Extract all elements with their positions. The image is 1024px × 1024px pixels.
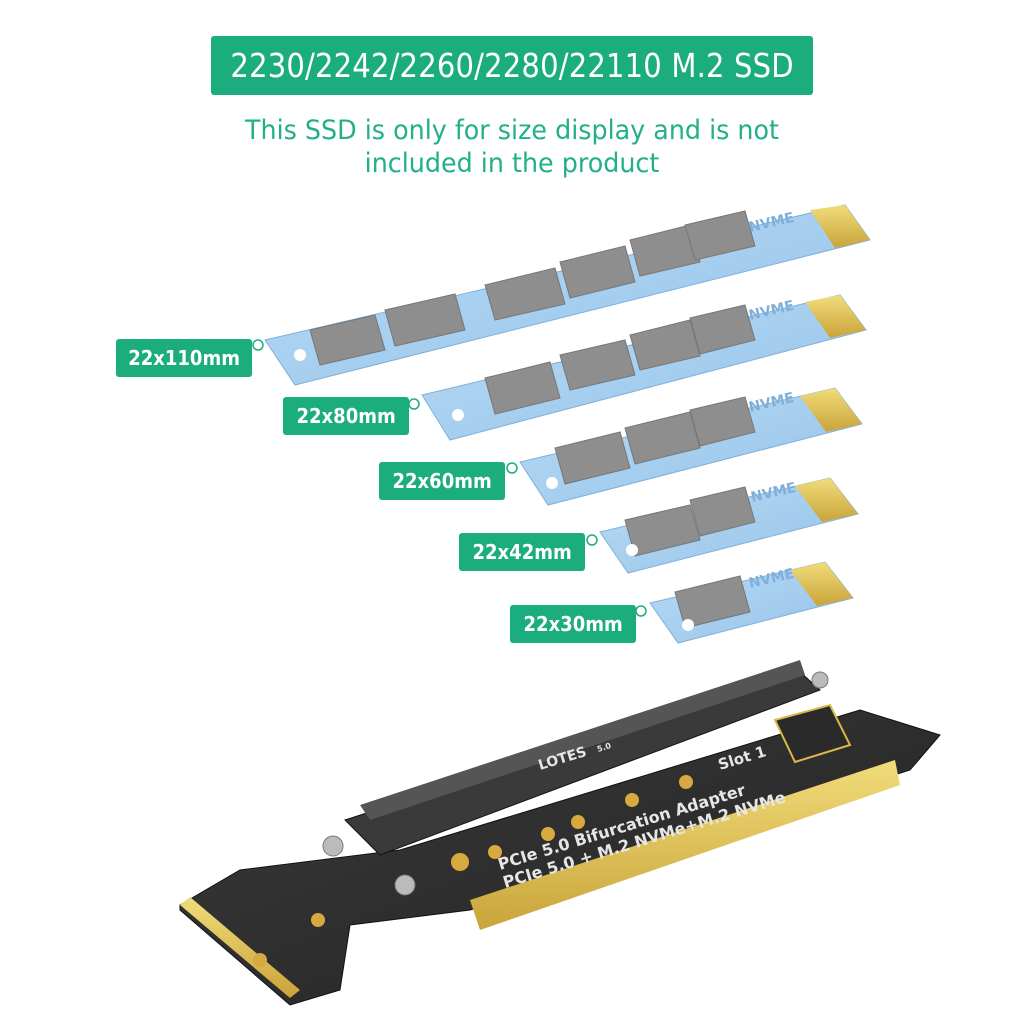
ssd-22x80: NVME	[421, 294, 867, 441]
size-tag-22x60-text: 22x60mm	[392, 469, 492, 493]
ssd-22x42: NVME	[599, 477, 859, 574]
size-tag-22x110-text: 22x110mm	[128, 346, 240, 370]
pcie-adapter-card: LOTES 5.0 Slot 1 PCIe 5.0 Bifurcation Ad…	[179, 660, 941, 1006]
ssd-22x30: NVME	[649, 561, 854, 644]
disclaimer-note: This SSD is only for size display and is…	[150, 114, 874, 180]
size-tag-22x42-text: 22x42mm	[472, 540, 572, 564]
m2-slot	[773, 703, 852, 764]
ssd-22x110: NVME	[264, 204, 871, 386]
gold-fingers-side	[180, 897, 300, 998]
size-tag-22x80-text: 22x80mm	[296, 404, 396, 428]
size-tag-22x60: 22x60mm	[379, 462, 505, 500]
size-tag-22x30: 22x30mm	[510, 605, 636, 643]
title-banner: 2230/2242/2260/2280/22110 M.2 SSD	[211, 36, 813, 95]
disclaimer-line-1: This SSD is only for size display and is…	[244, 115, 780, 146]
title-text: 2230/2242/2260/2280/22110 M.2 SSD	[230, 46, 794, 85]
ssd-22x60: NVME	[519, 387, 863, 506]
size-tag-22x42: 22x42mm	[459, 533, 585, 571]
riser-version: 5.0	[596, 741, 613, 754]
size-tag-22x30-text: 22x30mm	[523, 612, 623, 636]
size-tag-22x110: 22x110mm	[116, 339, 252, 377]
size-tag-22x80: 22x80mm	[283, 397, 409, 435]
disclaimer-line-2: included in the product	[364, 148, 660, 179]
gold-fingers-main	[470, 760, 900, 930]
